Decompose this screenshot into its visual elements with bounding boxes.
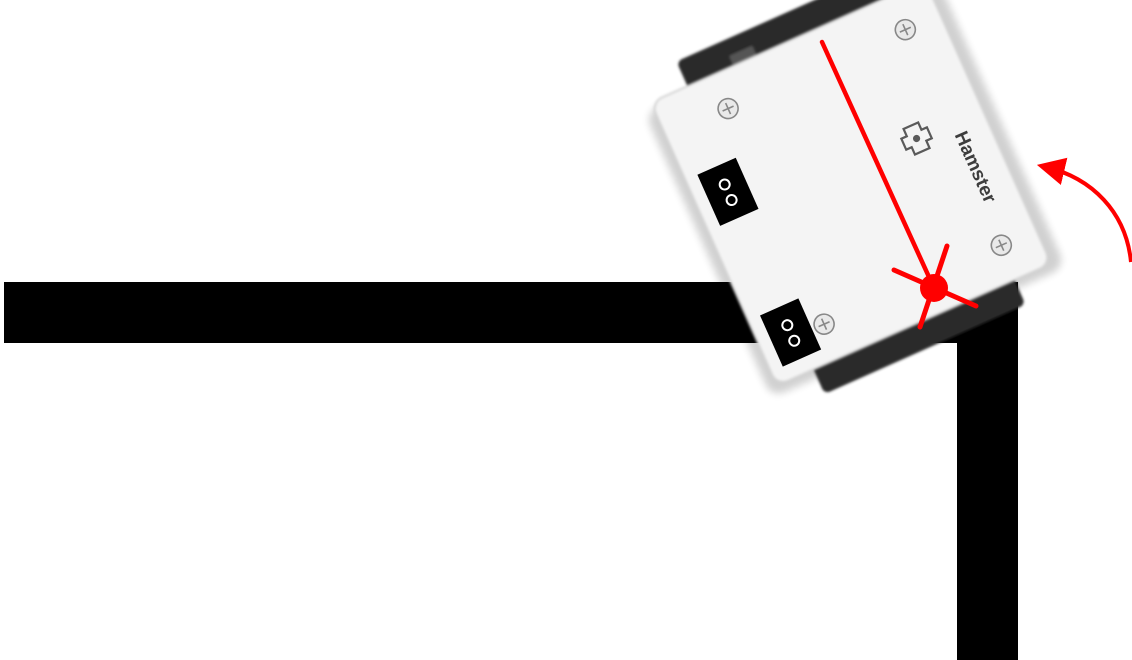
pivot-point — [920, 274, 948, 302]
track-vertical-segment — [957, 282, 1018, 660]
rotation-arrow-icon — [1046, 167, 1131, 262]
